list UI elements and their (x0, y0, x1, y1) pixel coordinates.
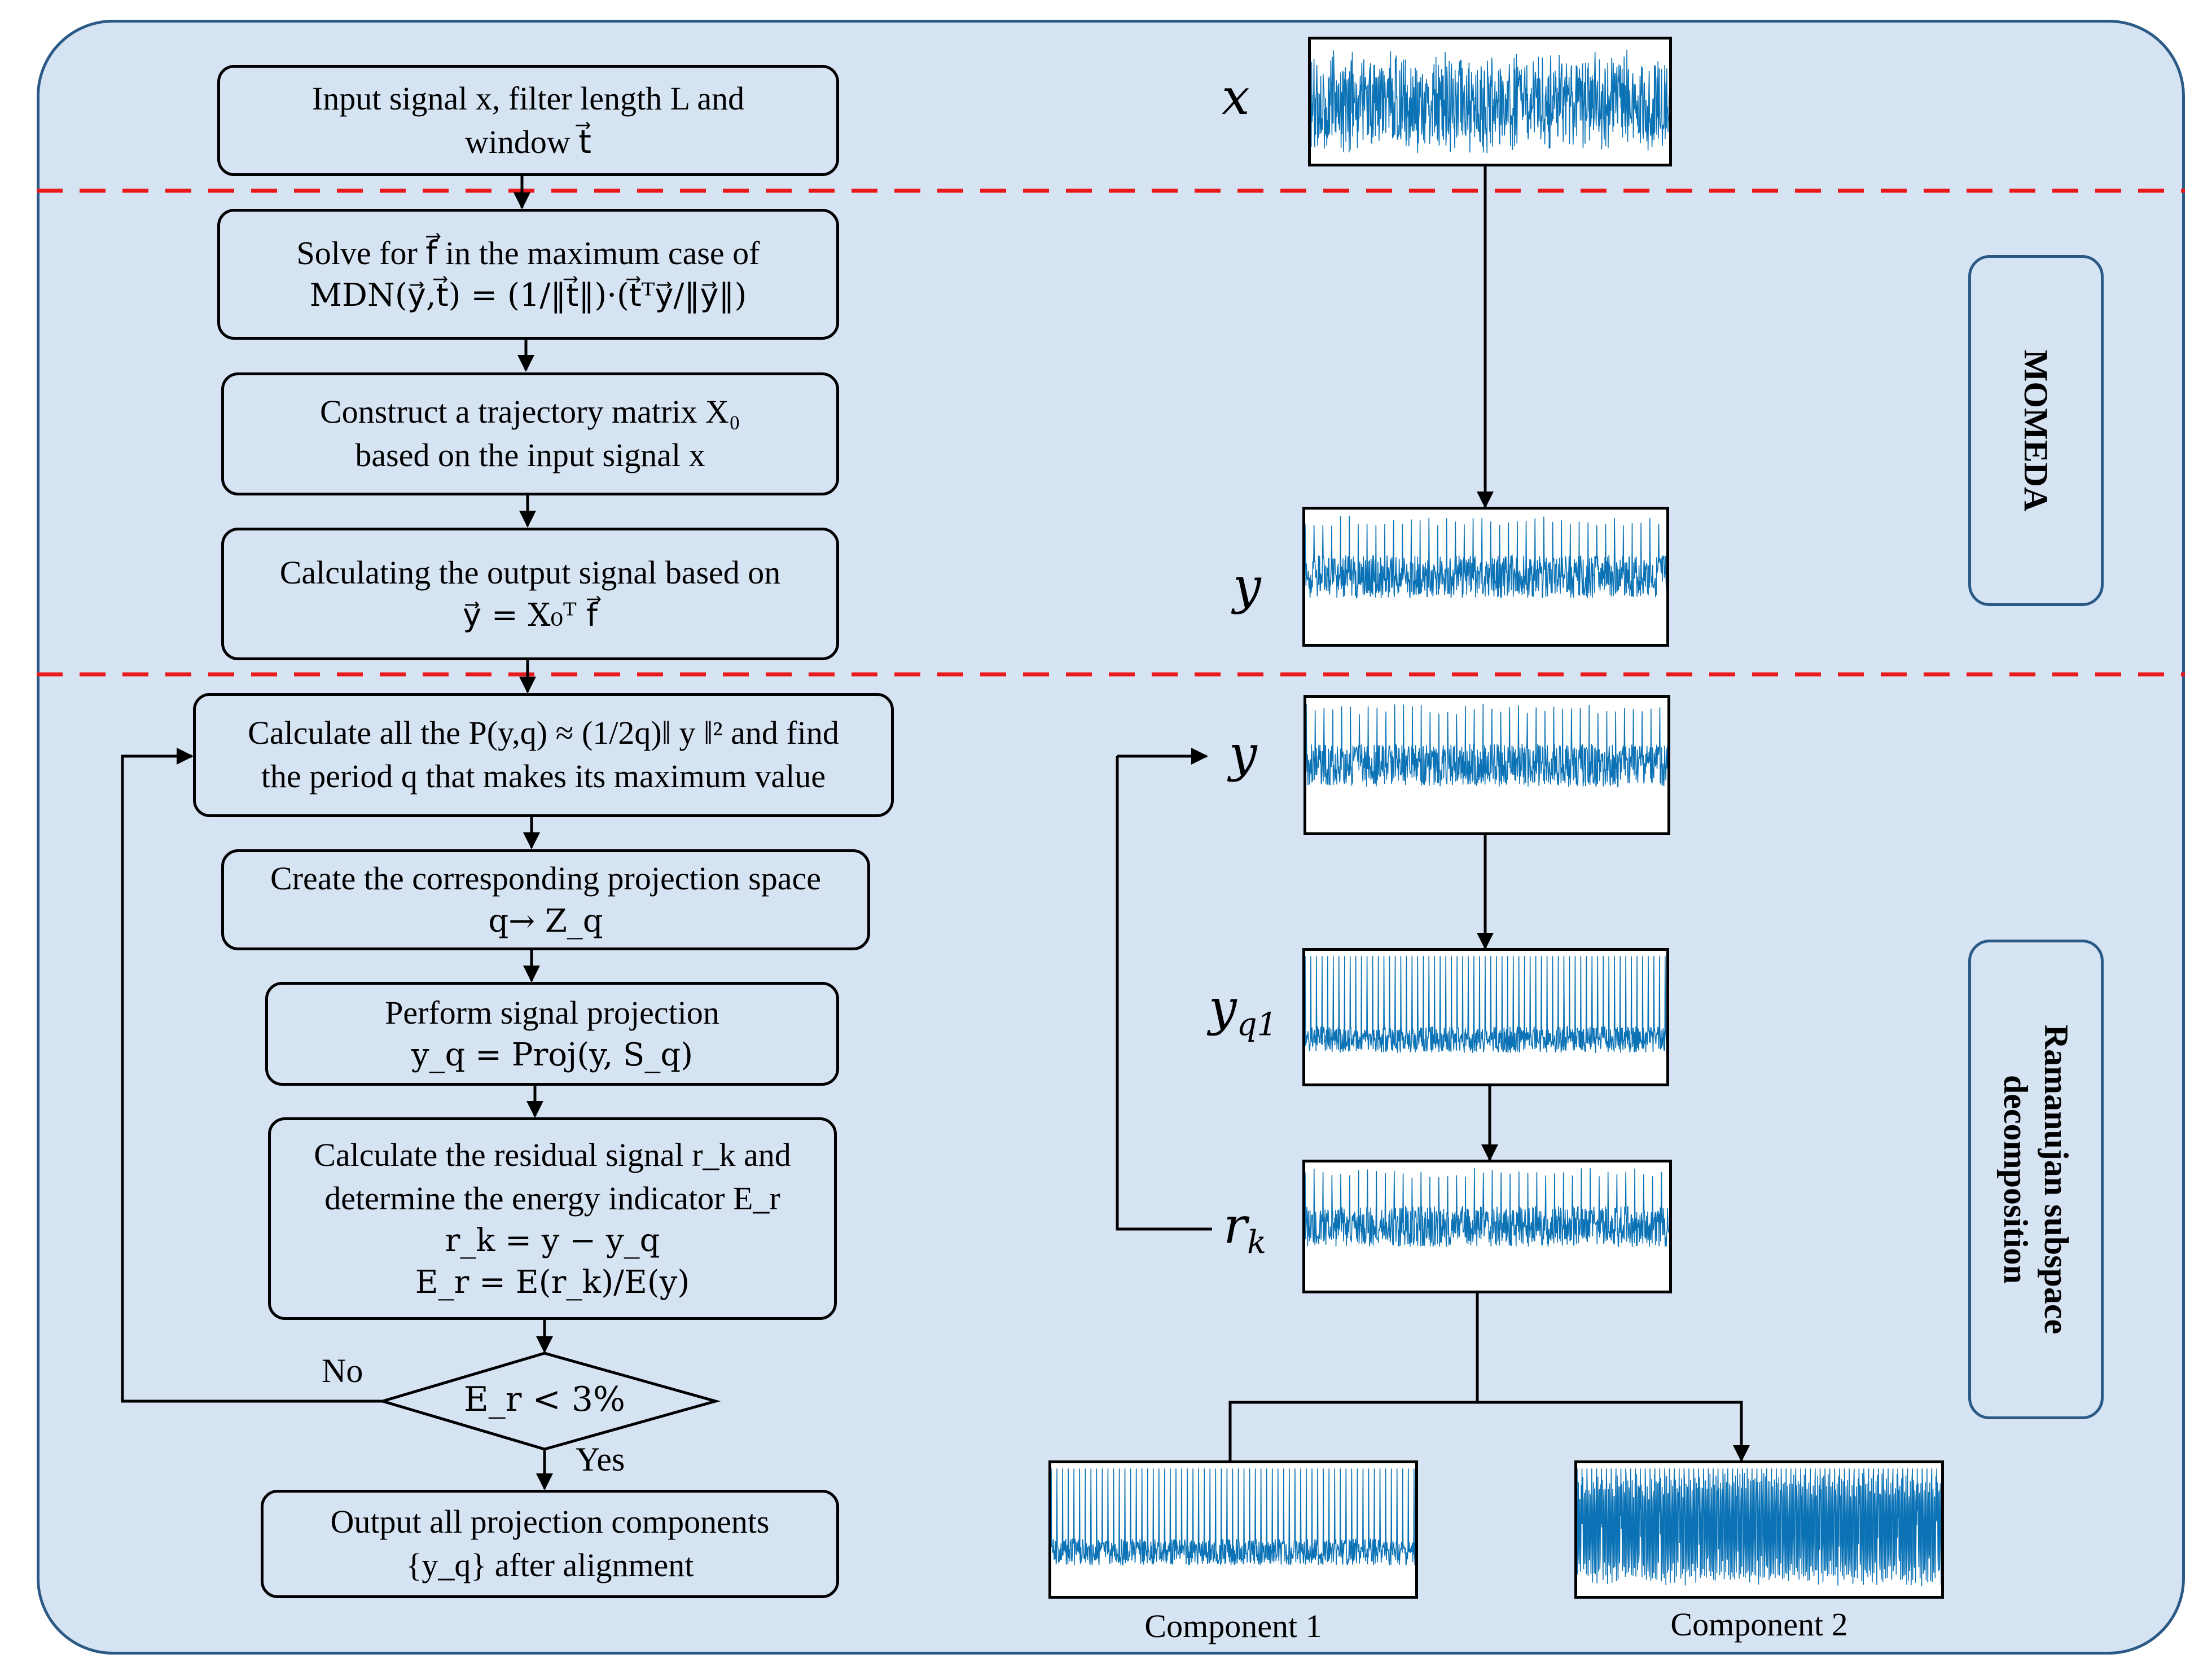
signal-y-loop-label: y (1229, 725, 1257, 783)
signal-x-plot (1308, 37, 1672, 166)
output-line1: Output all projection components (330, 1503, 770, 1541)
waveform-trace (1305, 516, 1666, 599)
output-line2: {y_q} after alignment (406, 1547, 694, 1583)
waveform-trace (1051, 1468, 1415, 1566)
signal-yq1-base: y (1209, 979, 1237, 1037)
waveform-trace (1305, 1168, 1669, 1247)
signal-yq1-label: yq1 (1209, 983, 1277, 1041)
solve-box: Solve for f⃗ in the maximum case of MDN(… (217, 209, 839, 340)
solve-line1: Solve for f⃗ in the maximum case of (296, 234, 760, 271)
residual-line2: determine the energy indicator E_r (324, 1179, 780, 1217)
calc-all-line2: the period q that makes its maximum valu… (261, 758, 826, 795)
decision-label: E_r < 3% (463, 1380, 626, 1419)
construct-line1: Construct a trajectory matrix X₀ (320, 393, 740, 431)
calc-all-box: Calculate all the P(y,q) ≈ (1/2q)‖ y ‖² … (193, 693, 894, 817)
waveform-trace (1306, 704, 1667, 788)
calc-output-line1: Calculating the output signal based on (279, 554, 781, 591)
calc-all-line1: Calculate all the P(y,q) ≈ (1/2q)‖ y ‖² … (248, 714, 839, 752)
signal-y-plot (1302, 507, 1669, 647)
perform-box: Perform signal projection y_q = Proj(y, … (265, 982, 839, 1086)
create-box: Create the corresponding projection spac… (221, 849, 870, 950)
residual-line4: E_r = E(r_k)/E(y) (415, 1264, 690, 1301)
solve-line2: MDN(y⃗,t⃗) = (1/‖t⃗‖)·(t⃗ᵀy⃗/‖y⃗‖) (309, 277, 747, 314)
signal-rk-plot (1302, 1160, 1672, 1293)
waveform-trace (1305, 956, 1666, 1054)
input-line2: window t⃗ (464, 123, 592, 160)
calc-output-line2: y⃗ = X₀ᵀ f⃗ (462, 596, 598, 634)
residual-box: Calculate the residual signal r_k and de… (268, 1117, 837, 1320)
signal-rk-base: r (1223, 1196, 1248, 1254)
residual-line3: r_k = y − y_q (445, 1222, 660, 1260)
signal-yq1-sub: q1 (1236, 1006, 1278, 1043)
decision-diamond (378, 1352, 721, 1451)
decision-yes-label: Yes (576, 1441, 625, 1478)
momeda-section: MOMEDA (1968, 255, 2104, 606)
perform-line2: y_q = Proj(y, S_q) (411, 1037, 694, 1074)
waveform-trace (1577, 1468, 1941, 1587)
decision-no-label: No (322, 1352, 363, 1389)
ramanujan-label-line2: decomposition (1997, 1074, 2034, 1284)
ramanujan-label-line1: Ramanujan subspace (2038, 1024, 2075, 1335)
momeda-label: MOMEDA (2017, 349, 2055, 512)
waveform-trace (1311, 50, 1669, 153)
construct-box: Construct a trajectory matrix X₀ based o… (221, 372, 839, 495)
residual-line1: Calculate the residual signal r_k and (314, 1137, 791, 1174)
perform-line1: Perform signal projection (385, 994, 719, 1031)
input-line1: Input signal x, filter length L and (311, 80, 745, 117)
signal-rk-sub: k (1247, 1224, 1267, 1261)
ramanujan-section: Ramanujan subspace decomposition (1968, 940, 2104, 1419)
input-box: Input signal x, filter length L and wind… (217, 65, 839, 176)
calc-output-box: Calculating the output signal based on y… (221, 528, 839, 660)
construct-line2: based on the input signal x (355, 437, 705, 473)
signal-y-label: y (1233, 557, 1261, 615)
ramanujan-label: Ramanujan subspace decomposition (1995, 1025, 2077, 1334)
component2-plot (1574, 1460, 1944, 1599)
create-line2: q→ Z_q (488, 902, 603, 940)
component1-caption: Component 1 (1144, 1608, 1322, 1644)
signal-x-label: x (1222, 68, 1250, 126)
signal-y-loop-plot (1304, 695, 1670, 835)
component2-caption: Component 2 (1670, 1606, 1848, 1643)
output-box: Output all projection components {y_q} a… (261, 1490, 839, 1598)
component1-plot (1048, 1460, 1418, 1599)
create-line1: Create the corresponding projection spac… (270, 860, 821, 897)
signal-yq1-plot (1302, 948, 1669, 1086)
signal-rk-label: rk (1223, 1201, 1266, 1259)
